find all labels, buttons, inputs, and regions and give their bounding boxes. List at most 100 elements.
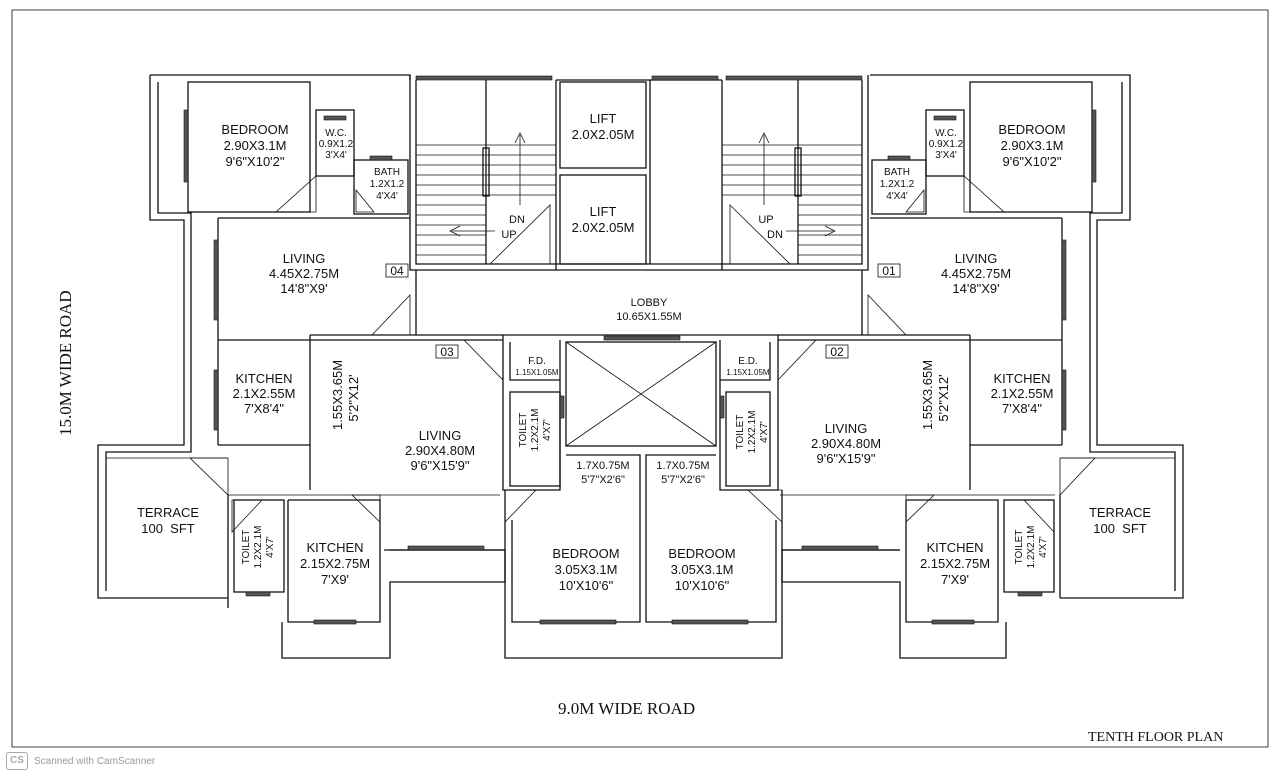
room-size-ft: 5'7"X2'6" xyxy=(661,474,705,486)
room-name: BATH xyxy=(884,167,910,178)
flat-tag-02: 02 xyxy=(830,345,844,359)
lobby-label: LOBBY xyxy=(631,297,668,309)
room-size: 1.55X3.65M xyxy=(920,360,935,430)
ed-size: 1.15X1.05M xyxy=(726,368,769,377)
room-size: 1.55X3.65M xyxy=(330,360,345,430)
room-name: BEDROOM xyxy=(668,546,735,561)
fd-label: F.D. xyxy=(528,356,546,367)
stair-treads xyxy=(416,132,862,265)
lift-2-label: LIFT xyxy=(590,204,617,219)
lift-1-label: LIFT xyxy=(590,111,617,126)
scanner-watermark: CS Scanned with CamScanner xyxy=(6,752,155,770)
room-name: TOILET xyxy=(241,530,252,565)
room-name: KITCHEN xyxy=(926,540,983,555)
lobby-size: 10.65X1.55M xyxy=(616,311,681,323)
room-name: LIVING xyxy=(825,421,868,436)
room-size: 2.90X3.1M xyxy=(1001,138,1064,153)
room-size-ft: 4'X7' xyxy=(759,421,770,443)
room-size-ft: 5'7"X2'6" xyxy=(581,474,625,486)
room-size-ft: 7'X9' xyxy=(321,572,349,587)
road-label-left: 15.0M WIDE ROAD xyxy=(56,290,75,436)
room-size-ft: 4'X7' xyxy=(542,419,553,441)
watermark-text: Scanned with CamScanner xyxy=(34,755,156,767)
room-labels: BEDROOM 2.90X3.1M 9'6"X10'2" BEDROOM 2.9… xyxy=(137,122,1151,593)
room-size-ft: 3'X4' xyxy=(325,150,347,161)
road-label-bottom: 9.0M WIDE ROAD xyxy=(558,699,695,718)
core-labels: LIFT 2.0X2.05M LIFT 2.0X2.05M LOBBY 10.6… xyxy=(501,111,783,377)
room-size: 1.7X0.75M xyxy=(656,460,709,472)
room-name: KITCHEN xyxy=(235,371,292,386)
room-size: 1.2X2.1M xyxy=(253,526,264,569)
room-size: 2.15X2.75M xyxy=(920,556,990,571)
room-name: TOILET xyxy=(518,413,529,448)
room-size-ft: 10'X10'6" xyxy=(559,578,614,593)
flat-tag-03: 03 xyxy=(440,345,454,359)
door-swings xyxy=(189,175,1096,534)
room-size: 2.1X2.55M xyxy=(233,386,296,401)
room-size: 100 SFT xyxy=(1093,521,1147,536)
room-size: 3.05X3.1M xyxy=(555,562,618,577)
room-size-ft: 9'6"X15'9" xyxy=(816,451,875,466)
camscanner-logo: CS xyxy=(6,752,28,770)
room-name: LIVING xyxy=(419,428,462,443)
windows xyxy=(183,75,1097,625)
lift-1-size: 2.0X2.05M xyxy=(572,127,635,142)
room-size: 2.90X4.80M xyxy=(405,443,475,458)
room-name: BEDROOM xyxy=(221,122,288,137)
room-size: 3.05X3.1M xyxy=(671,562,734,577)
lift-2-size: 2.0X2.05M xyxy=(572,220,635,235)
room-size: 100 SFT xyxy=(141,521,195,536)
stair-left-dn: DN xyxy=(509,214,525,226)
room-size: 2.1X2.55M xyxy=(991,386,1054,401)
room-size-ft: 14'8"X9' xyxy=(952,281,999,296)
room-size: 1.2X1.2 xyxy=(370,179,405,190)
room-size: 4.45X2.75M xyxy=(269,266,339,281)
fd-size: 1.15X1.05M xyxy=(515,368,558,377)
ed-label: E.D. xyxy=(738,356,757,367)
room-size-ft: 9'6"X15'9" xyxy=(410,458,469,473)
room-name: W.C. xyxy=(325,128,347,139)
room-size: 4.45X2.75M xyxy=(941,266,1011,281)
room-size: 1.7X0.75M xyxy=(576,460,629,472)
room-name: BEDROOM xyxy=(998,122,1065,137)
room-size: 1.2X1.2 xyxy=(880,179,915,190)
flat-tags: 04 01 03 02 xyxy=(385,263,901,359)
room-size-ft: 3'X4' xyxy=(935,150,957,161)
room-size-ft: 14'8"X9' xyxy=(280,281,327,296)
room-size-ft: 4'X7' xyxy=(1038,536,1049,558)
room-size-ft: 4'X7' xyxy=(265,536,276,558)
room-name: TERRACE xyxy=(137,505,199,520)
room-name: LIVING xyxy=(955,251,998,266)
room-size: 0.9X1.2 xyxy=(319,139,354,150)
stair-right-up: UP xyxy=(758,214,773,226)
room-name: TOILET xyxy=(735,415,746,450)
flat-tag-04: 04 xyxy=(390,264,404,278)
room-size-ft: 10'X10'6" xyxy=(675,578,730,593)
room-size-ft: 7'X8'4" xyxy=(1002,401,1042,416)
room-size-ft: 5'2"X12' xyxy=(346,374,361,421)
room-size-ft: 9'6"X10'2" xyxy=(1002,154,1061,169)
room-size: 2.90X4.80M xyxy=(811,436,881,451)
sheet-border xyxy=(11,9,1269,748)
room-name: KITCHEN xyxy=(993,371,1050,386)
room-size-ft: 7'X9' xyxy=(941,572,969,587)
room-name: W.C. xyxy=(935,128,957,139)
room-name: TERRACE xyxy=(1089,505,1151,520)
room-name: TOILET xyxy=(1014,530,1025,565)
room-size-ft: 4'X4' xyxy=(376,191,398,202)
room-size: 2.15X2.75M xyxy=(300,556,370,571)
room-size-ft: 4'X4' xyxy=(886,191,908,202)
room-size: 1.2X2.1M xyxy=(747,411,758,454)
room-size: 1.2X2.1M xyxy=(1026,526,1037,569)
room-size: 0.9X1.2 xyxy=(929,139,964,150)
room-size-ft: 7'X8'4" xyxy=(244,401,284,416)
plan-title: TENTH FLOOR PLAN xyxy=(1088,730,1223,745)
room-name: BEDROOM xyxy=(552,546,619,561)
room-size-ft: 5'2"X12' xyxy=(936,374,951,421)
room-size: 2.90X3.1M xyxy=(224,138,287,153)
room-name: BATH xyxy=(374,167,400,178)
stair-left-up: UP xyxy=(501,229,516,241)
flat-tag-01: 01 xyxy=(882,264,896,278)
room-name: KITCHEN xyxy=(306,540,363,555)
